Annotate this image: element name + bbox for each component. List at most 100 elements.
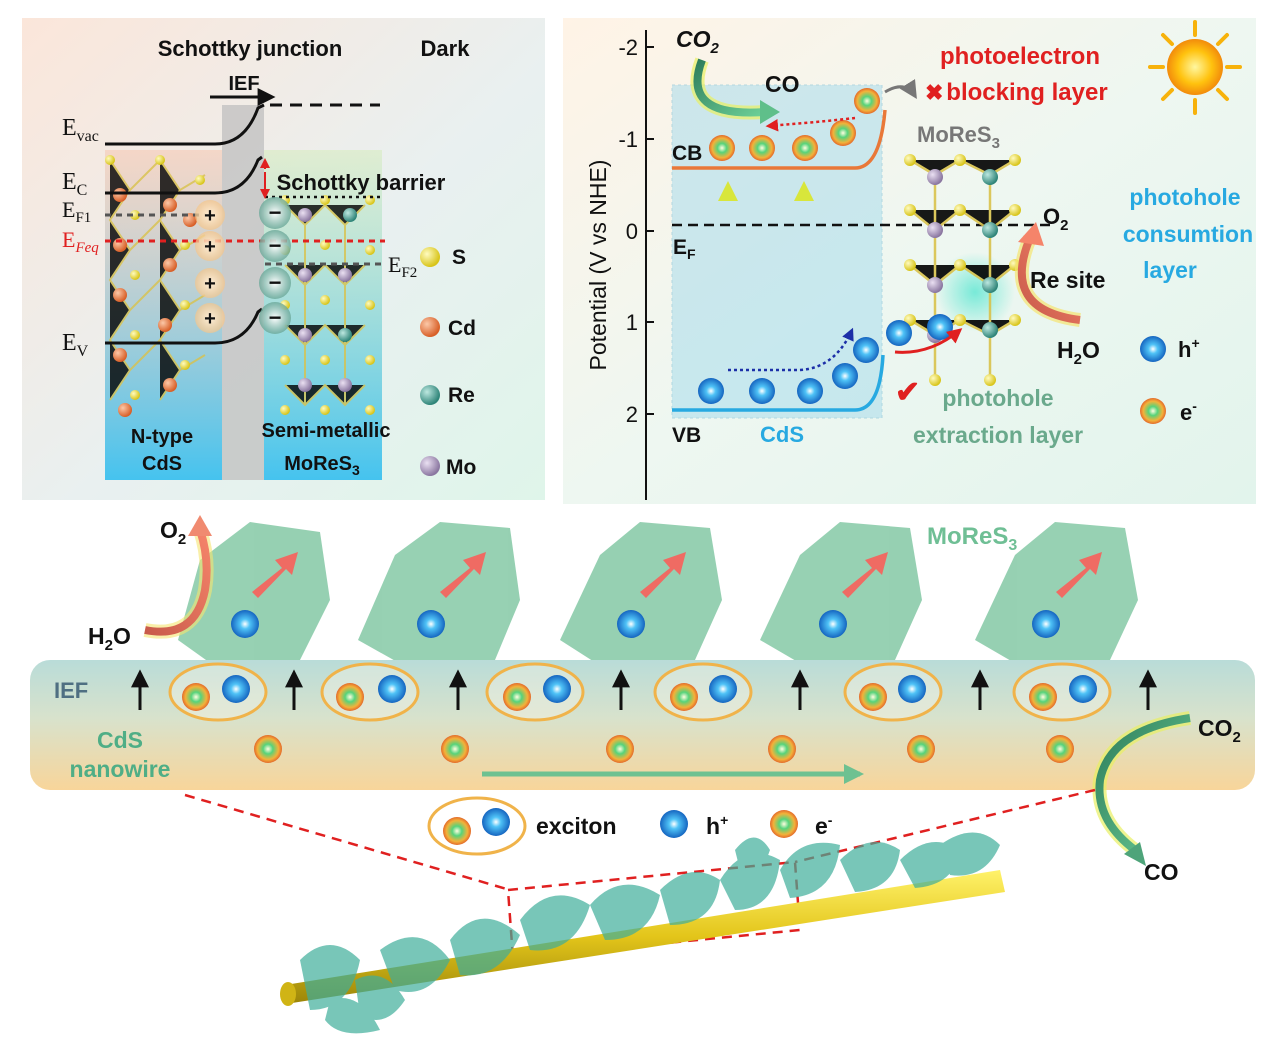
minus-sign: −: [269, 305, 282, 330]
c-o2-label: O2: [160, 517, 186, 548]
hole-extraction-arrow: [894, 328, 963, 354]
extraction-layer-label: extraction layer: [913, 422, 1083, 448]
check-icon: ✔: [895, 376, 920, 409]
c-co-label: CO: [1144, 859, 1179, 885]
vacuum-level-line: [105, 103, 265, 146]
re-atom-icon: [420, 385, 440, 405]
vb-holes: [698, 314, 953, 404]
platelet-red-arrows: [252, 552, 1102, 598]
n-type-label: N-type: [131, 426, 193, 448]
extraction-photohole-label: photohole: [942, 385, 1053, 411]
c-water-oxidation-arrowhead: [188, 515, 212, 536]
tick-label: -1: [618, 127, 638, 152]
mo-atom-icon: [420, 456, 440, 476]
fermi-level-label: EF: [673, 236, 696, 262]
water-oxidation-arrowhead: [1018, 222, 1044, 246]
platelet-holes: [231, 610, 1060, 638]
cross-icon: ✖: [925, 80, 943, 105]
semi-metallic-label: Semi-metallic: [262, 420, 391, 442]
free-electrons: [254, 735, 1074, 763]
negative-charges: − − − −: [259, 197, 291, 334]
panel-b-band-diagram: -2 -1 0 1 2 Potential (V vs NHE): [563, 18, 1256, 504]
cb-label: CB: [672, 142, 702, 165]
axis-ticks: [646, 46, 654, 415]
co-product-label: CO: [765, 71, 800, 97]
cds-band-label: CdS: [760, 422, 804, 447]
hole-legend-icon: [660, 810, 688, 838]
legend-cd-label: Cd: [448, 317, 476, 340]
h2o-reactant-label: H2O: [1057, 337, 1100, 368]
exciton-legend-label: exciton: [536, 813, 617, 839]
hole-legend-label: h+: [706, 812, 728, 839]
panel-c-nanowire: exciton h+ e- O2 H2O MoReS3 IEF CdS nano…: [30, 515, 1255, 1034]
water-oxidation-arrow: [1017, 236, 1081, 324]
minus-sign: −: [269, 200, 282, 225]
o2-product-label: O2: [1043, 204, 1068, 234]
c-co2-reduction-arrow: [1095, 714, 1191, 854]
consumption-label: consumtion: [1123, 221, 1253, 247]
c-h2o-label: H2O: [88, 623, 131, 654]
hole-legend-icon: [1140, 336, 1166, 362]
legend-mo-label: Mo: [446, 456, 476, 479]
photohole-label: photohole: [1129, 184, 1240, 210]
blocked-electron-arrow: [884, 79, 917, 100]
cb-electrons: [709, 88, 880, 161]
exciton-legend-icon: [427, 796, 527, 856]
photoelectron-label: photoelectron: [940, 43, 1100, 70]
panel-a-schottky: + + + + − − − − Schottky junction Dark I…: [22, 18, 545, 500]
electron-legend-icon: [1140, 398, 1166, 424]
consumption-layer-label: layer: [1143, 257, 1197, 283]
zoom-line-right: [794, 788, 1096, 864]
mores3-region-label: MoReS3: [284, 453, 360, 478]
co2-reduction-arrow: [693, 58, 766, 117]
dark-label: Dark: [421, 36, 471, 61]
e-f2-label: EF2: [388, 252, 417, 281]
tick-label: 2: [626, 402, 638, 427]
minus-sign: −: [269, 233, 282, 258]
c-ief-label: IEF: [54, 678, 88, 703]
valence-band-line: [105, 307, 263, 345]
atom-legend: S Cd Re Mo: [420, 246, 476, 479]
cds-region-label: CdS: [142, 453, 182, 475]
minus-sign: −: [269, 270, 282, 295]
nanowire-platelets: [300, 832, 1000, 1034]
tick-label: 0: [626, 219, 638, 244]
junction-gap: [222, 105, 264, 480]
ief-label: IEF: [228, 73, 259, 95]
hole-transfer-arrow: [728, 327, 854, 372]
co2-reduction-arrowhead: [760, 100, 780, 124]
e-feq-label: EFeq: [62, 227, 99, 256]
nanowire-3d: [280, 832, 1005, 1034]
c-co2-label: CO2: [1198, 715, 1241, 746]
electron-backflow-arrow: [765, 116, 856, 132]
c-nanowire-label: nanowire: [70, 756, 171, 782]
mores3-band-label: MoReS3: [917, 122, 1000, 152]
plus-sign: +: [204, 308, 216, 330]
plus-sign: +: [204, 273, 216, 295]
e-c-label: EC: [62, 169, 87, 199]
c-water-oxidation-arrow: [144, 528, 211, 636]
legend-s-label: S: [452, 246, 466, 269]
schottky-barrier-label: Schottky barrier: [277, 170, 446, 195]
hole-legend-label: h+: [1178, 335, 1200, 362]
s-atom-icon: [420, 247, 440, 267]
re-site-label: Re site: [1030, 267, 1105, 293]
zoom-line-left: [184, 793, 511, 892]
tick-label: 1: [626, 310, 638, 335]
vb-curve: [672, 354, 885, 412]
electron-legend-icon: [770, 810, 798, 838]
conduction-band-line: [105, 155, 263, 195]
cd-atom-icon: [420, 317, 440, 337]
blocking-layer-label: blocking layer: [946, 79, 1107, 106]
cb-curve: [672, 109, 887, 170]
c-co2-reduction-arrowhead: [1124, 842, 1146, 866]
e-vac-label: Evac: [62, 115, 99, 145]
sun-icon: [1148, 20, 1242, 115]
positive-charges: + + + +: [195, 200, 225, 333]
c-cds-label: CdS: [97, 727, 143, 753]
co2-reactant-label: CO2: [676, 26, 720, 57]
potential-axis-label: Potential (V vs NHE): [585, 160, 611, 371]
plus-sign: +: [204, 205, 216, 227]
vb-label: VB: [672, 424, 701, 447]
